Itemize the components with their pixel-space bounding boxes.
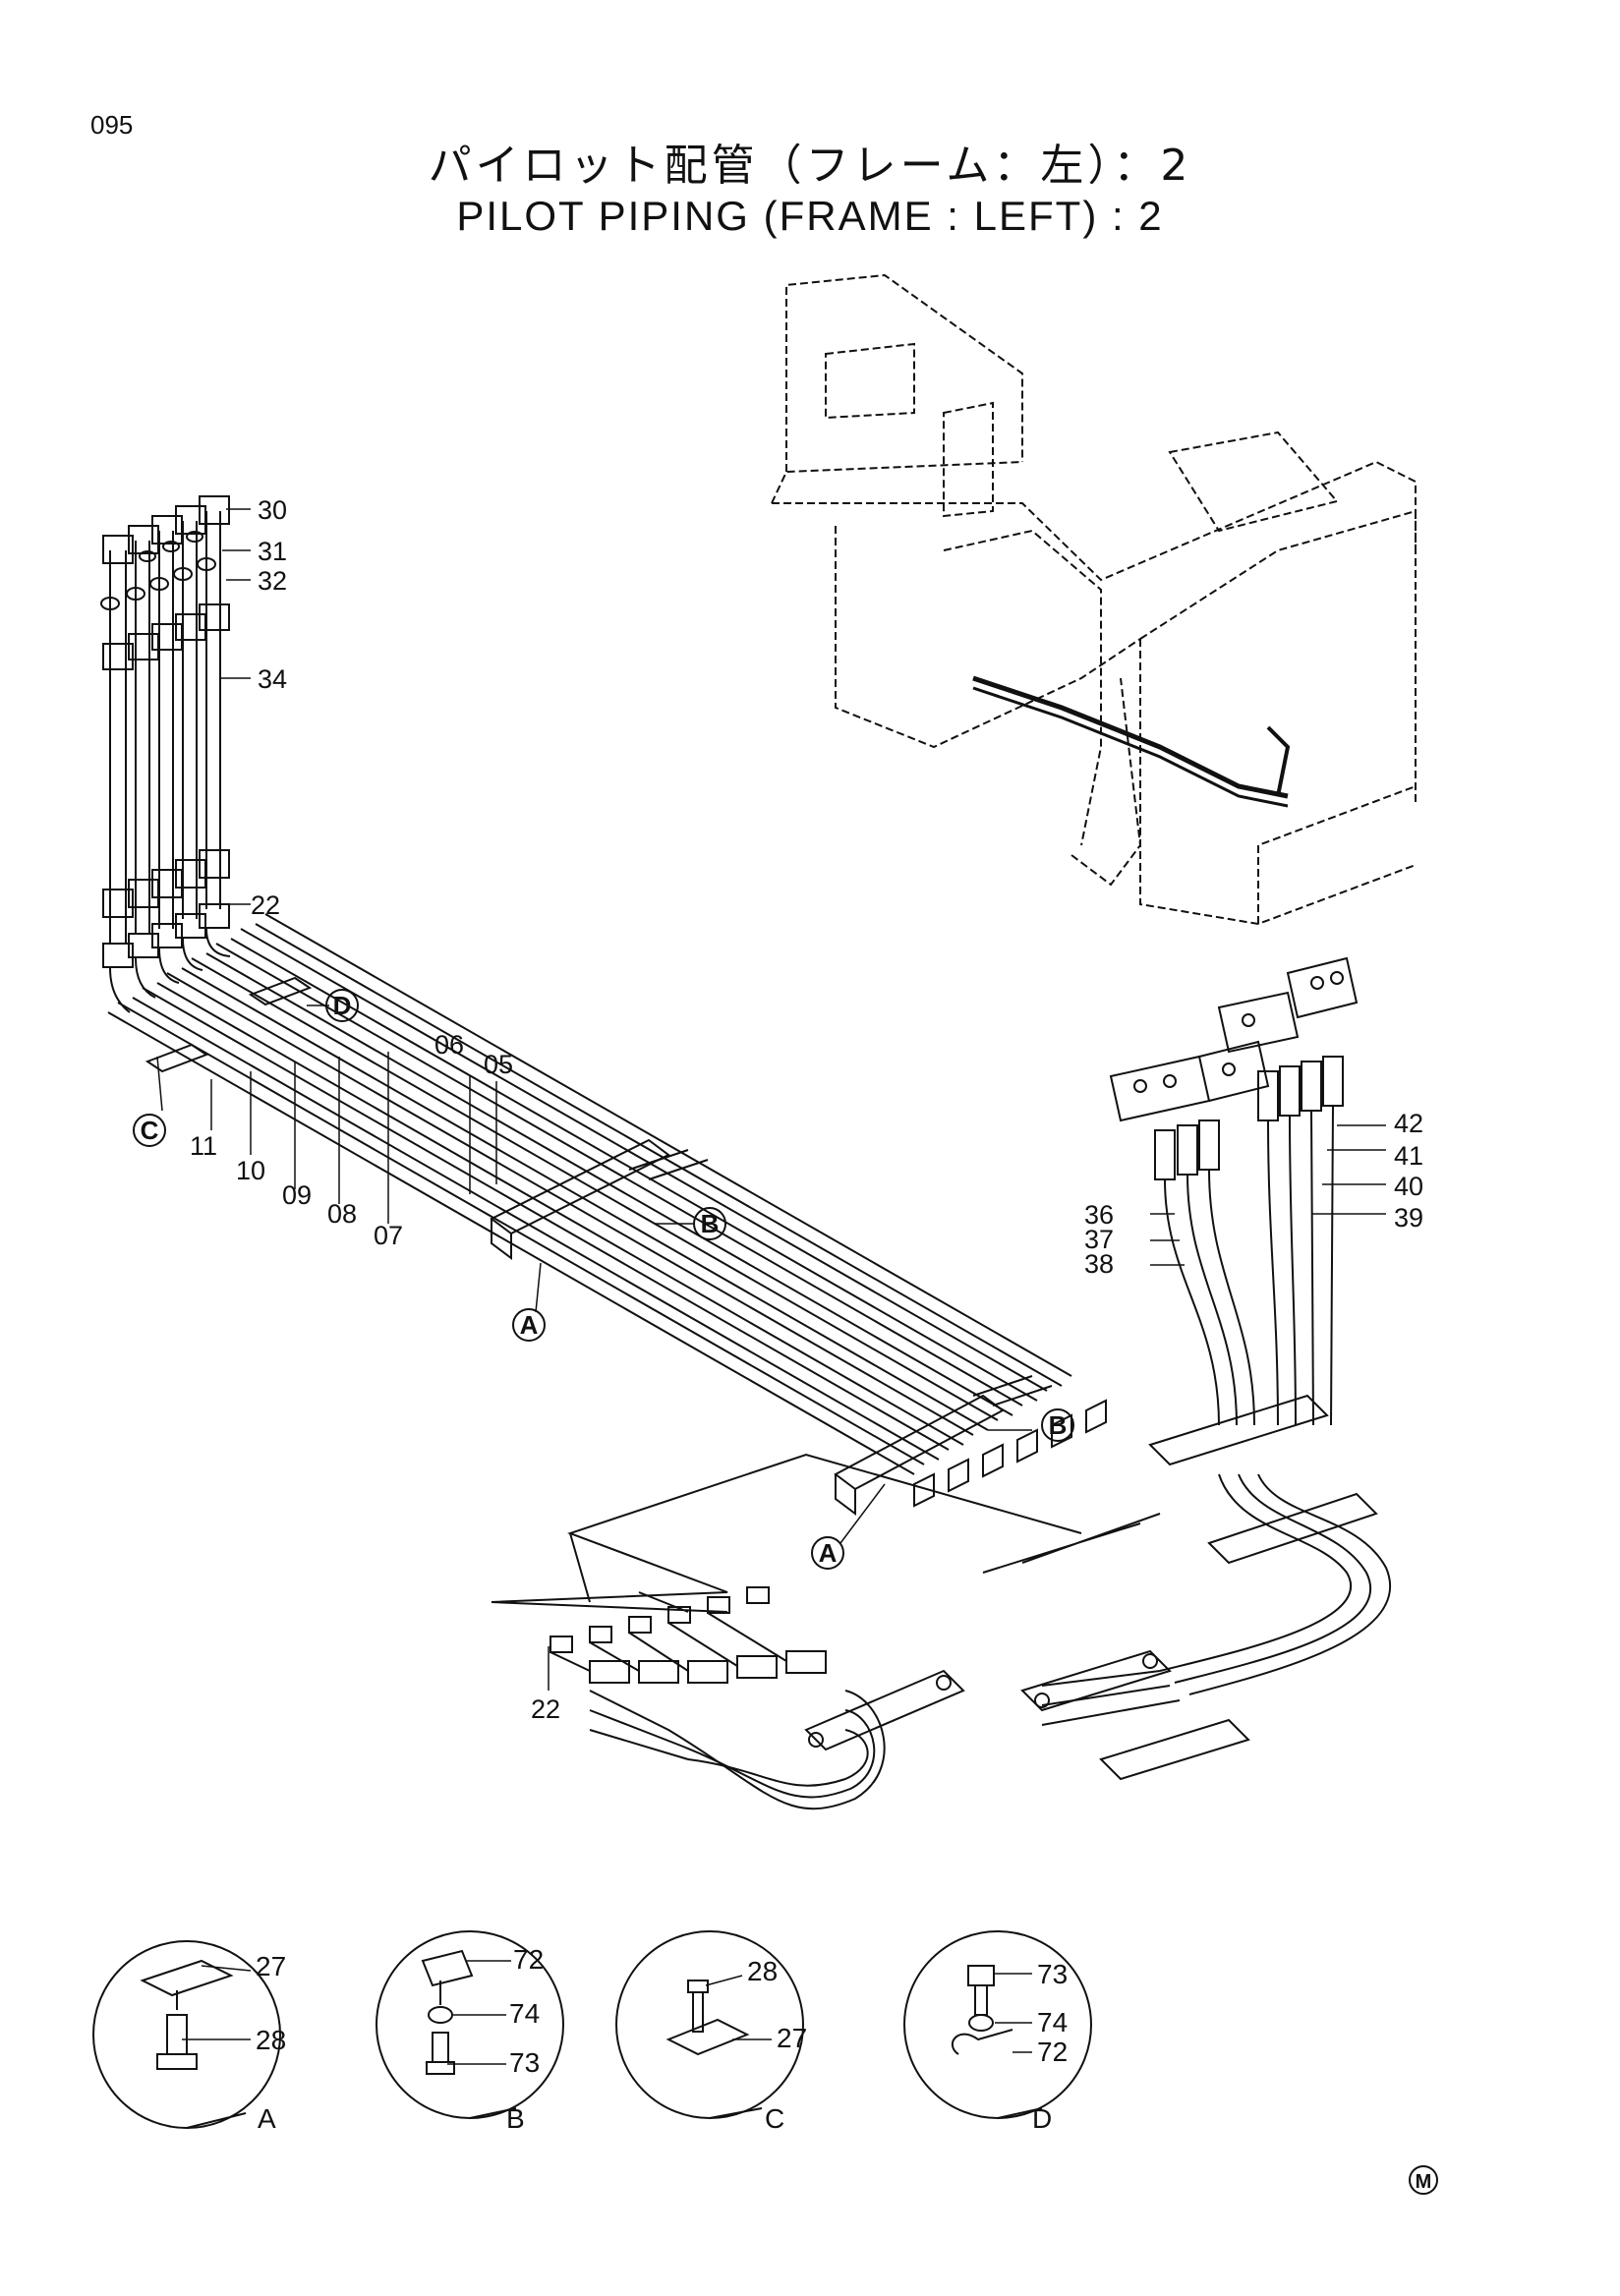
detail-circles bbox=[92, 1930, 1092, 2129]
part-labels: 30 31 32 34 22 06 05 11 10 09 08 07 42 4… bbox=[190, 495, 1423, 1724]
part-label-40: 40 bbox=[1394, 1172, 1423, 1201]
reference-letters: C D B B A A bbox=[141, 991, 1068, 1568]
ref-letter-c: C bbox=[141, 1116, 159, 1145]
detail-a-part-28: 28 bbox=[256, 2025, 286, 2055]
part-label-06: 06 bbox=[434, 1030, 464, 1060]
detail-d-part-72: 72 bbox=[1037, 2037, 1068, 2067]
title-english: PILOT PIPING (FRAME : LEFT) : 2 bbox=[456, 193, 1164, 239]
part-label-39: 39 bbox=[1394, 1203, 1423, 1233]
right-branch-bundle bbox=[1109, 956, 1392, 1695]
detail-c-part-28: 28 bbox=[747, 1956, 778, 1986]
part-label-10: 10 bbox=[236, 1156, 265, 1185]
part-label-05: 05 bbox=[484, 1050, 513, 1079]
part-label-07: 07 bbox=[374, 1221, 403, 1250]
detail-b-part-73: 73 bbox=[509, 2047, 540, 2078]
part-label-42: 42 bbox=[1394, 1109, 1423, 1138]
part-label-38: 38 bbox=[1084, 1249, 1114, 1279]
detail-a-letter: A bbox=[258, 2103, 276, 2134]
detail-d-part-74: 74 bbox=[1037, 2007, 1068, 2038]
part-label-32: 32 bbox=[258, 566, 287, 596]
long-pipe-bundle bbox=[107, 913, 1107, 1516]
mark-symbol: M bbox=[1409, 2165, 1438, 2195]
detail-b-part-72: 72 bbox=[513, 1944, 544, 1975]
machine-pipe-run bbox=[972, 675, 1291, 808]
part-label-41: 41 bbox=[1394, 1141, 1423, 1171]
ref-letter-b-2: B bbox=[1049, 1410, 1068, 1440]
ref-letter-d: D bbox=[333, 991, 352, 1020]
part-label-22-top: 22 bbox=[251, 890, 280, 920]
machine-illustration bbox=[771, 273, 1417, 926]
part-label-30: 30 bbox=[258, 495, 287, 525]
bottom-hose-run bbox=[491, 1453, 1250, 1810]
detail-d-letter: D bbox=[1032, 2103, 1052, 2134]
ref-letter-a-2: A bbox=[819, 1538, 838, 1568]
part-label-37: 37 bbox=[1084, 1225, 1114, 1254]
ref-letter-a-1: A bbox=[520, 1310, 539, 1340]
detail-c-part-27: 27 bbox=[777, 2023, 807, 2053]
part-label-09: 09 bbox=[282, 1180, 312, 1210]
detail-b-letter: B bbox=[506, 2103, 525, 2134]
detail-d-part-73: 73 bbox=[1037, 1959, 1068, 1989]
detail-labels: 27 28 A 72 74 73 B 28 27 C 73 74 72 D bbox=[256, 1944, 1068, 2134]
leader-lines bbox=[156, 508, 1386, 2065]
page-number: 095 bbox=[90, 110, 134, 140]
part-label-31: 31 bbox=[258, 537, 287, 566]
part-label-36: 36 bbox=[1084, 1200, 1114, 1230]
part-label-34: 34 bbox=[258, 664, 287, 694]
title-japanese: パイロット配管（フレーム：左）：2 bbox=[428, 141, 1192, 191]
detail-a-part-27: 27 bbox=[256, 1951, 286, 1981]
part-label-08: 08 bbox=[327, 1199, 357, 1229]
part-label-22-bottom: 22 bbox=[531, 1694, 560, 1724]
mark-letter: M bbox=[1416, 2171, 1432, 2193]
vertical-hose-bundle bbox=[100, 495, 230, 968]
reference-callouts bbox=[133, 989, 1074, 1570]
part-label-11: 11 bbox=[190, 1131, 217, 1161]
ref-letter-b-1: B bbox=[701, 1209, 720, 1238]
detail-b-part-74: 74 bbox=[509, 1998, 540, 2029]
detail-c-letter: C bbox=[765, 2103, 784, 2134]
